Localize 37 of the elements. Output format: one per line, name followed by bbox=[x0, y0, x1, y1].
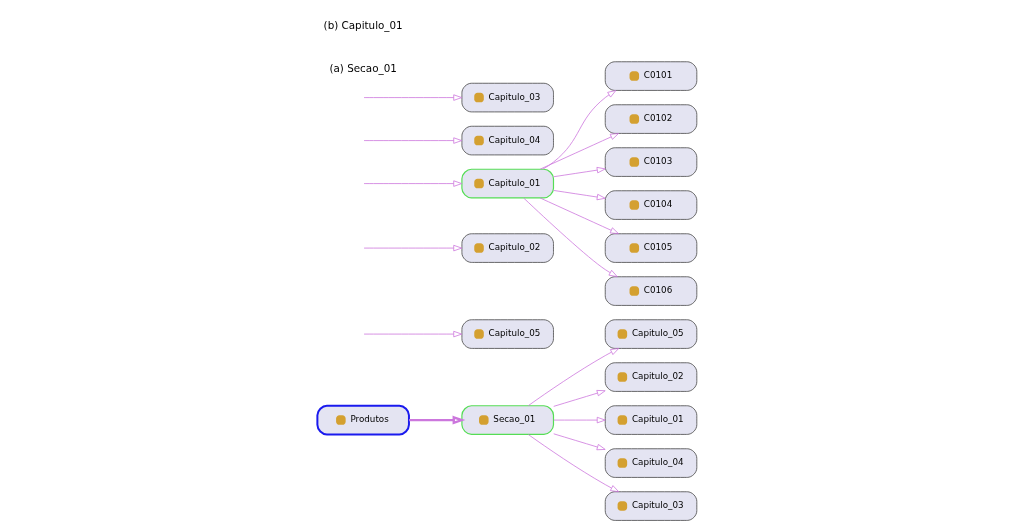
node-box: Capitulo_02 bbox=[461, 233, 554, 263]
arrow bbox=[552, 416, 606, 424]
node-box: Capitulo_03 bbox=[604, 491, 697, 521]
arrow bbox=[539, 133, 619, 170]
node-box: C0104 bbox=[604, 190, 697, 220]
node-box: C0105 bbox=[604, 233, 697, 263]
node-box: Capitulo_02 bbox=[604, 362, 697, 392]
arrow bbox=[363, 180, 462, 187]
node-box: Capitulo_04 bbox=[604, 448, 697, 478]
node-box: Secao_01 bbox=[460, 405, 554, 435]
label: (b) Capitulo_01 bbox=[323, 18, 403, 31]
arrow bbox=[522, 197, 618, 278]
arrow bbox=[408, 415, 465, 425]
node-box: Capitulo_05 bbox=[461, 319, 554, 349]
node-box: C0106 bbox=[604, 276, 697, 306]
node-box: Capitulo_05 bbox=[604, 319, 697, 349]
node-box: C0102 bbox=[604, 104, 697, 134]
node-box: Capitulo_01 bbox=[460, 168, 554, 199]
arrow bbox=[542, 90, 616, 170]
arrow bbox=[552, 190, 606, 201]
arrow bbox=[527, 348, 619, 407]
node-box: Capitulo_03 bbox=[461, 82, 554, 113]
arrow bbox=[527, 434, 619, 493]
arrow bbox=[363, 244, 462, 252]
arrow bbox=[552, 433, 606, 451]
node-box: C0101 bbox=[604, 61, 697, 91]
node-box: Produtos bbox=[315, 404, 410, 436]
node-box: Capitulo_04 bbox=[461, 125, 554, 156]
node-box: Capitulo_01 bbox=[604, 405, 697, 435]
arrow bbox=[363, 330, 462, 338]
node-box: C0103 bbox=[604, 147, 697, 177]
arrow bbox=[363, 137, 462, 144]
arrow bbox=[552, 390, 606, 407]
arrow bbox=[539, 197, 619, 235]
label: (a) Secao_01 bbox=[329, 61, 397, 74]
arrow bbox=[552, 166, 606, 178]
arrow bbox=[363, 94, 462, 101]
